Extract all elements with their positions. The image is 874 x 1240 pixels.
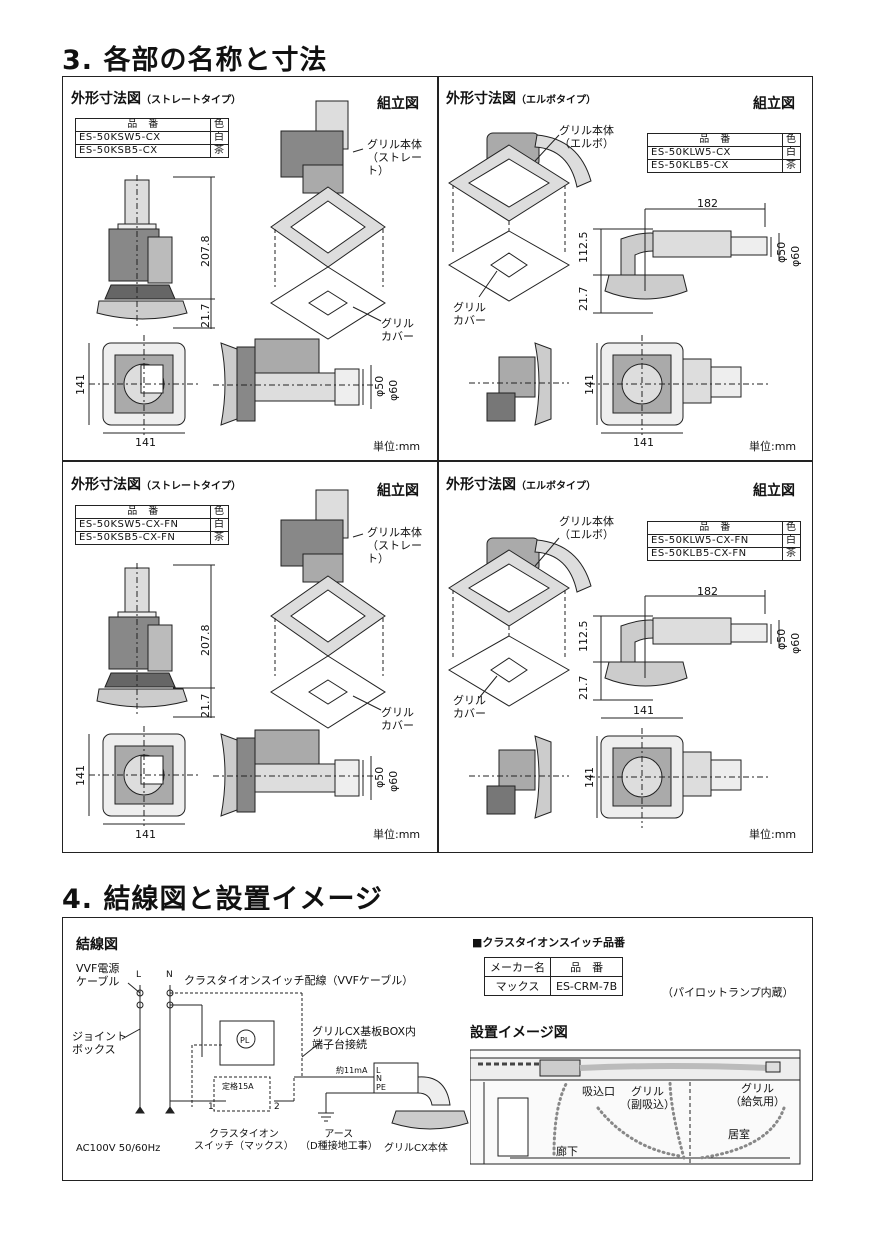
unit-label: 単位:mm <box>373 828 421 841</box>
assembly-label: 組立図 <box>753 483 795 499</box>
install-title: 設置イメージ図 <box>470 1025 568 1041</box>
grill-cover-label: グリルカバー <box>381 706 414 732</box>
unit-label: 単位:mm <box>373 440 421 453</box>
dim-d50: φ50 <box>373 376 386 397</box>
section4-title: 4. 結線図と設置イメージ <box>62 884 383 915</box>
grill-cover-label: グリルカバー <box>453 301 486 327</box>
wiring-frame <box>62 917 813 1181</box>
dim-height: 207.8 <box>199 625 212 657</box>
joint-box-label: ジョイントボックス <box>72 1030 127 1056</box>
inlet-label: 吸込口 <box>582 1085 615 1098</box>
elbow-drawings: 182 112.5 21.7 141 φ50 φ60 141 <box>448 537 802 828</box>
dim-length: 182 <box>697 585 718 598</box>
dim-d60: φ60 <box>789 633 802 654</box>
dim-length: 182 <box>697 197 718 210</box>
grill-body-label: グリル本体（エルボ） <box>559 515 614 541</box>
grill-box-label: グリルCX基板BOX内端子台接続 <box>312 1025 417 1051</box>
terminal-N: N <box>376 1074 382 1083</box>
dim-base: 21.7 <box>199 304 212 329</box>
switch-table-title: ■クラスタイオンスイッチ品番 <box>472 936 625 949</box>
terminal-PE: PE <box>376 1083 386 1092</box>
unit-label: 単位:mm <box>749 440 797 453</box>
dim-base: 21.7 <box>577 287 590 312</box>
dim-d60: φ60 <box>789 246 802 267</box>
assembly-label: 組立図 <box>377 483 419 499</box>
panel-title: 外形寸法図（エルボタイプ） <box>446 477 596 493</box>
section3-title: 3. 各部の名称と寸法 <box>62 45 328 76</box>
grill-supply-label: グリル（給気用） <box>730 1082 785 1108</box>
dim-side: 141 <box>583 767 596 788</box>
wire-N: N <box>166 970 173 980</box>
wiring-diagram: L N PL 定格15A 1 2 約11mA L N PE <box>121 970 469 1130</box>
rating-label: 定格15A <box>222 1081 254 1091</box>
dim-width: 141 <box>135 436 156 449</box>
vvf-cable-label: VVF電源ケーブル <box>76 962 120 988</box>
dim-width: 141 <box>135 828 156 841</box>
frame-divider-v <box>437 76 439 853</box>
dim-side: 141 <box>74 765 87 786</box>
dim-height: 207.8 <box>199 236 212 268</box>
terminal-1: 1 <box>208 1102 214 1112</box>
panel-title: 外形寸法図（ストレートタイプ） <box>71 91 241 107</box>
dim-side: 141 <box>583 374 596 395</box>
wire-L: L <box>136 970 141 980</box>
dim-base: 21.7 <box>577 676 590 701</box>
earth-label: アース（D種接地工事） <box>300 1129 378 1152</box>
grill-body-label: グリル本体（ストレート） <box>367 526 422 565</box>
dim-d50: φ50 <box>775 242 788 263</box>
grill-body-label: グリル本体（ストレート） <box>367 138 422 177</box>
terminal-L: L <box>376 1066 381 1075</box>
pilot-lamp-note: （パイロットランプ内蔵） <box>662 986 794 999</box>
grill-cover-label: グリルカバー <box>381 317 414 343</box>
grill-sub-label: グリル（副吸込） <box>620 1085 675 1111</box>
install-diagram <box>470 1049 801 1165</box>
elbow-drawings: 182 112.5 21.7 φ50 φ60 141 141 <box>448 132 802 449</box>
panel-title: 外形寸法図（エルボタイプ） <box>446 91 596 107</box>
panel-straight-2: 外形寸法図（ストレートタイプ） 組立図 品 番色 ES-50KSW5-CX-FN… <box>63 462 436 852</box>
dim-width: 141 <box>633 436 654 449</box>
panel-title: 外形寸法図（ストレートタイプ） <box>71 477 241 493</box>
frame-divider-h <box>62 460 813 462</box>
terminal-2: 2 <box>274 1102 280 1112</box>
switch-label: クラスタイオンスイッチ（マックス） <box>194 1129 294 1152</box>
dim-base: 21.7 <box>199 694 212 719</box>
dim-d60: φ60 <box>387 380 400 401</box>
ac-label: AC100V 50/60Hz <box>76 1143 161 1154</box>
grill-body-label: グリル本体（エルボ） <box>559 124 614 150</box>
switch-wire-label: クラスタイオンスイッチ配線（VVFケーブル） <box>184 974 414 987</box>
unit-label: 単位:mm <box>749 828 797 841</box>
current-label: 約11mA <box>336 1065 368 1075</box>
grill-body-label: グリルCX本体 <box>384 1143 448 1154</box>
straight-drawings: 207.8 21.7 141 141 φ50 φ60 <box>74 100 400 449</box>
assembly-label: 組立図 <box>753 96 795 112</box>
dim-width: 141 <box>633 704 654 717</box>
dim-d60: φ60 <box>387 771 400 792</box>
dim-d50: φ50 <box>373 767 386 788</box>
corridor-label: 廊下 <box>556 1145 578 1158</box>
pl-lamp: PL <box>240 1036 250 1045</box>
dim-height: 112.5 <box>577 621 590 653</box>
dim-side: 141 <box>74 374 87 395</box>
grill-cover-label: グリルカバー <box>453 694 486 720</box>
straight-drawings: 207.8 21.7 141 141 φ50 φ60 <box>74 489 400 841</box>
living-room-label: 居室 <box>728 1128 750 1141</box>
dim-d50: φ50 <box>775 629 788 650</box>
dim-height: 112.5 <box>577 232 590 264</box>
wiring-title: 結線図 <box>76 937 118 953</box>
assembly-label: 組立図 <box>377 96 419 112</box>
